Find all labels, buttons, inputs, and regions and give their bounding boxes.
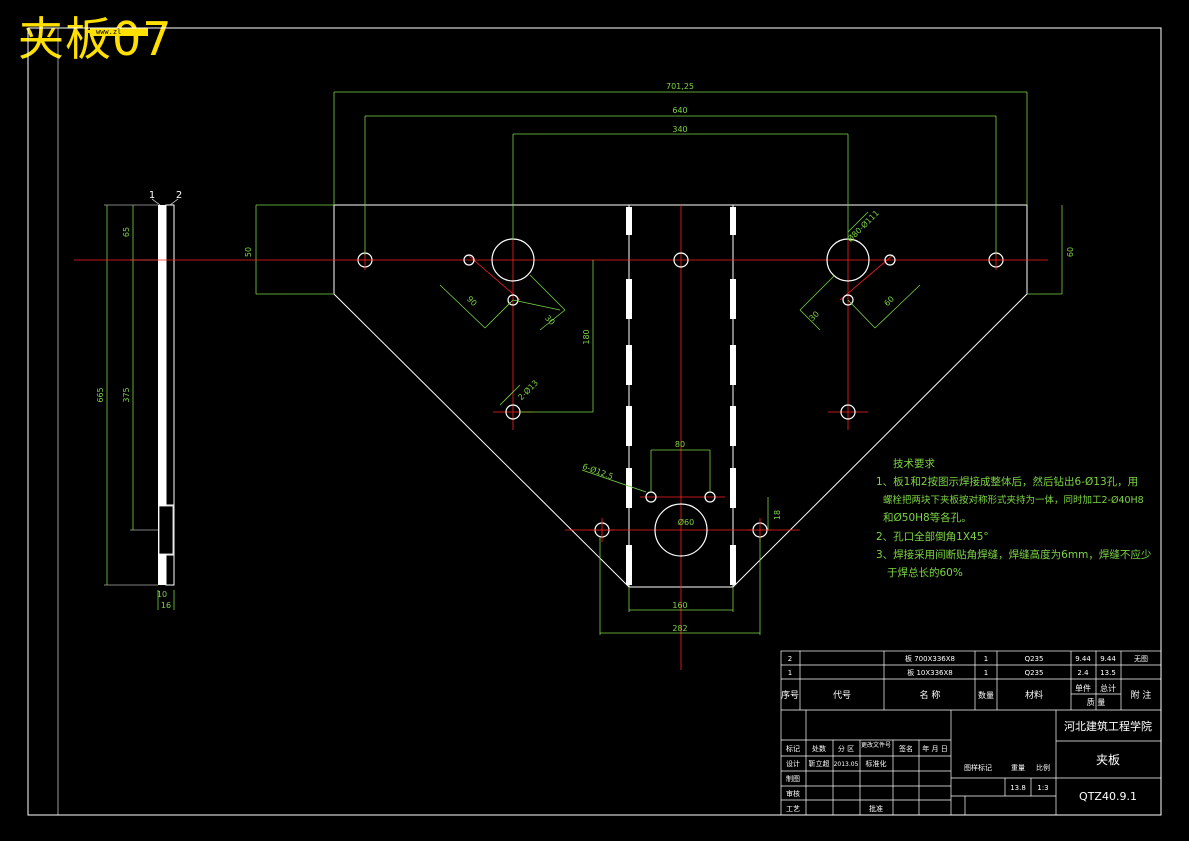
dim-side-10: 10: [157, 590, 167, 599]
dim-slot-30b: 30: [807, 309, 821, 323]
bom-header-material: 材料: [1025, 689, 1043, 701]
badge-strip-text: www.zl: [96, 28, 122, 36]
bom-header-weight: 质 量: [1087, 697, 1106, 707]
part-number-2: 2: [176, 190, 182, 201]
part-number-1: 1: [149, 190, 155, 201]
dim-6-012: 6-Ø12.5: [581, 461, 615, 481]
dim-bore: Ø60: [678, 517, 694, 527]
bom-row-1-name: 板 10X336X8: [907, 668, 953, 677]
approve-label: 批准: [869, 804, 883, 813]
badge-strip: [90, 28, 148, 36]
weld-slots: [626, 207, 736, 585]
dim-side-16: 16: [161, 601, 171, 610]
dim-18: 18: [773, 510, 782, 520]
rev-header-zone: 分 区: [838, 744, 854, 753]
dim-left-50: 50: [244, 247, 253, 257]
rev-header-count: 处数: [812, 744, 826, 753]
part-name: 夹板: [1096, 753, 1120, 767]
bom-header-unit: 单件: [1075, 683, 1091, 693]
dim-701: 701,25: [666, 82, 694, 91]
bom-headers: 序号 代号 名 称 数量 材料 单件 总计 质 量 附 注: [781, 683, 1151, 707]
designer-name: 靳立超: [809, 759, 830, 768]
rev-header-date: 年 月 日: [922, 744, 947, 753]
dim-big-hole: Ø80-Ø111: [845, 208, 881, 244]
dimension-lines: [255, 91, 1063, 635]
bom-row-1-qty: 1: [984, 669, 988, 677]
design-date: 2013.05: [834, 761, 859, 768]
weight-value: 13.8: [1010, 784, 1026, 792]
bom-row-2-qty: 1: [984, 655, 988, 663]
notes-line-6: 于焊总长的60%: [887, 566, 963, 579]
notes-heading: 技术要求: [893, 457, 935, 470]
dim-160: 160: [672, 601, 687, 610]
bom-row-2-no: 2: [788, 655, 792, 663]
rev-header-sign: 签名: [899, 744, 913, 753]
bom-row-2-material: Q235: [1025, 655, 1044, 663]
bom-row-2-total: 9.44: [1100, 655, 1116, 663]
drawing-number: QTZ40.9.1: [1079, 790, 1137, 803]
dim-282: 282: [672, 624, 687, 633]
bom-header-total: 总计: [1100, 683, 1116, 693]
dim-side-65: 65: [122, 227, 131, 237]
rev-header-mark: 标记: [786, 744, 800, 753]
check-label: 审核: [786, 789, 800, 798]
dim-side-375: 375: [122, 387, 131, 402]
title-block-lines: [780, 650, 1162, 816]
dim-right-60: 60: [1066, 247, 1075, 257]
holes: [357, 238, 1004, 557]
bom-header-code: 代号: [833, 690, 851, 701]
bom-header-no: 序号: [781, 689, 799, 701]
technical-notes: 技术要求 1、板1和2按图示焊接成整体后，然后钻出6-Ø13孔，用 螺栓把两块下…: [876, 457, 1151, 579]
std-label: 标准化: [866, 759, 887, 768]
bom-header-name: 名 称: [920, 689, 941, 701]
scale-value: 1:3: [1037, 784, 1048, 792]
bom-row-1-material: Q235: [1025, 669, 1044, 677]
notes-line-5: 3、焊接采用间断贴角焊缝，焊缝高度为6mm，焊缝不应少: [876, 548, 1151, 561]
dim-slot-60: 60: [882, 294, 896, 308]
center-strip: [628, 205, 734, 587]
bom-row-2-remark: 无图: [1134, 655, 1148, 663]
notes-line-3: 和Ø50H8等各孔。: [883, 511, 972, 524]
scale-label: 比例: [1036, 763, 1050, 772]
dim-slot-90: 90: [465, 294, 479, 308]
notes-line-1: 1、板1和2按图示焊接成整体后，然后钻出6-Ø13孔，用: [876, 475, 1138, 488]
bom-row-1-no: 1: [788, 669, 792, 677]
dim-640: 640: [672, 106, 687, 115]
side-view: [74, 198, 330, 610]
bom-row-1-unit: 2.4: [1077, 669, 1089, 677]
inner-frame: [57, 27, 1162, 816]
dim-80: 80: [675, 440, 685, 449]
draft-label: 制图: [786, 774, 800, 783]
bom-header-remark: 附 注: [1131, 689, 1152, 701]
stage-label: 图样标记: [964, 763, 992, 772]
title-block-main: 河北建筑工程学院 夹板 QTZ40.9.1: [1064, 719, 1152, 803]
weight-label: 重量: [1011, 764, 1025, 772]
center-lines: [330, 205, 1048, 670]
notes-line-4: 2、孔口全部倒角1X45°: [876, 530, 989, 543]
bom-header-qty: 数量: [978, 690, 994, 700]
part-numbers: 1 2: [149, 190, 182, 201]
bom-row-1-total: 13.5: [1100, 669, 1116, 677]
dim-side-total: 665: [96, 387, 105, 402]
design-label: 设计: [786, 759, 800, 768]
bom-row-2-unit: 9.44: [1075, 655, 1091, 663]
dim-340: 340: [672, 125, 687, 134]
notes-line-2: 螺栓把两块下夹板按对称形式夹持为一体，同时加工2-Ø40H8: [883, 494, 1144, 506]
school-name: 河北建筑工程学院: [1064, 719, 1152, 733]
dim-slot-30: 30: [543, 313, 557, 327]
dim-v-180: 180: [582, 329, 591, 344]
bom-row-2-name: 板 700X336X8: [905, 654, 955, 663]
dim-2-013: 2-Ø13: [516, 378, 540, 402]
revision-block: 标记 处数 分 区 更改文件号 签名 年 月 日 设计 靳立超 2013.05 …: [786, 741, 1050, 813]
bom-rows: 2 板 700X336X8 1 Q235 9.44 9.44 无图 1 板 10…: [788, 654, 1148, 677]
process-label: 工艺: [786, 805, 800, 813]
drawing-badge: 夹板07: [18, 12, 173, 66]
rev-header-file: 更改文件号: [861, 741, 891, 749]
